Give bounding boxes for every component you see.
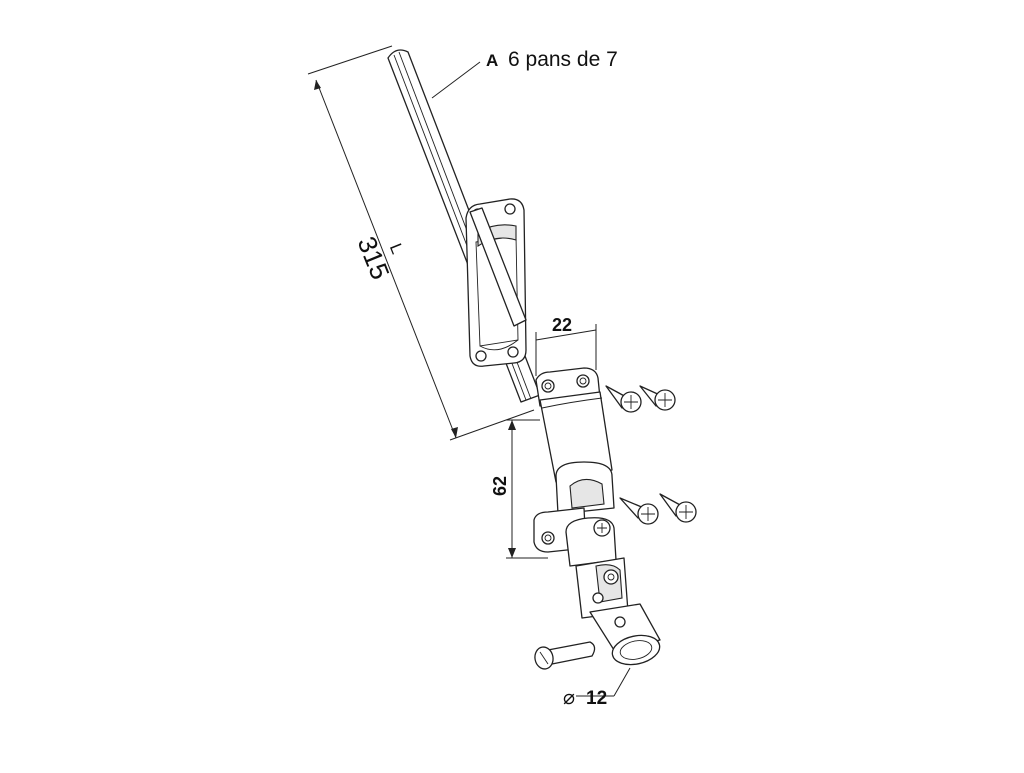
- screw-1: [605, 385, 642, 413]
- diameter-symbol: ⌀: [563, 687, 575, 709]
- callout-text: 6 pans de 7: [508, 48, 618, 71]
- dimension-width: 22: [535, 315, 597, 376]
- dim-diameter-value: 12: [586, 688, 607, 709]
- screw-4: [659, 493, 697, 523]
- pin-bolt: [534, 641, 596, 670]
- callout-letter: A: [486, 51, 498, 70]
- screw-2: [639, 385, 676, 411]
- screw-3: [619, 497, 659, 525]
- dimension-diameter: ⌀ 12: [563, 667, 631, 709]
- dim-height-value: 62: [490, 476, 510, 496]
- dimension-height: 62: [490, 419, 548, 559]
- dim-length-letter: L: [386, 241, 407, 257]
- dim-width-value: 22: [552, 315, 572, 335]
- callout-hex: A 6 pans de 7: [431, 48, 618, 99]
- dimension-length: 315 L: [307, 45, 535, 441]
- dim-length-value: 315: [352, 232, 396, 283]
- screws: [605, 385, 697, 525]
- guide-bracket: [465, 198, 527, 367]
- universal-joint: [565, 517, 661, 666]
